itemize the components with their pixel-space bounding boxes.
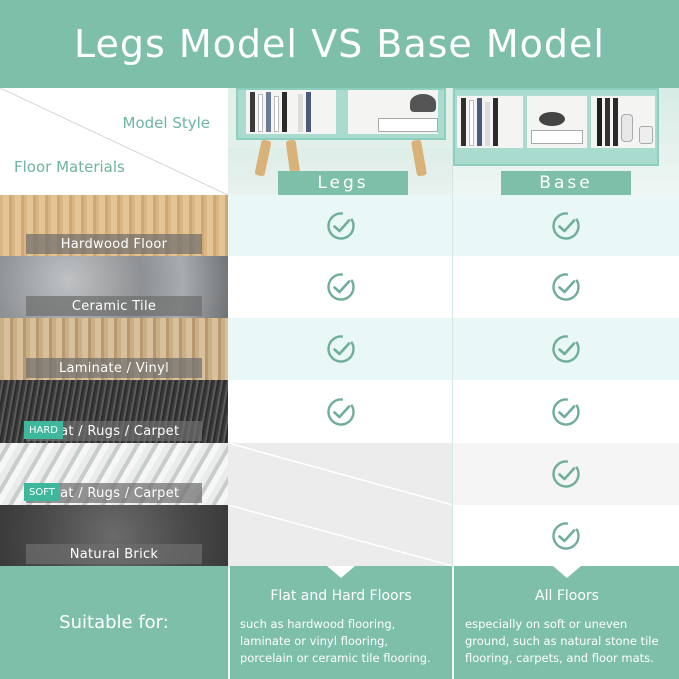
legs-suitability-title: Flat and Hard Floors <box>270 588 412 604</box>
footer: Suitable for: Flat and Hard Floors such … <box>0 566 679 679</box>
floor-material-label: Hardwood Floor <box>26 234 202 254</box>
model-style-label: Model Style <box>122 114 210 132</box>
legs-model-image: Legs <box>228 88 453 195</box>
check-icon <box>551 272 581 302</box>
floor-material-swatch: Ceramic Tile <box>0 256 228 318</box>
column-divider <box>452 88 453 566</box>
base-compatibility-cell <box>453 195 679 256</box>
pointer-notch <box>327 566 355 578</box>
footer-divider <box>452 566 454 679</box>
legs-compatibility-cell <box>228 380 453 443</box>
check-icon <box>326 397 356 427</box>
floor-material-swatch: Natural Brick <box>0 505 228 566</box>
check-icon <box>551 459 581 489</box>
floor-material-swatch: Laminate / Vinyl <box>0 318 228 380</box>
hardness-tag: SOFT <box>24 483 60 501</box>
table-row: Ceramic Tile <box>0 256 679 318</box>
not-suitable-strike <box>228 505 453 566</box>
legs-compatibility-cell <box>228 195 453 256</box>
footer-divider <box>228 566 230 679</box>
floor-material-label: Laminate / Vinyl <box>26 358 202 378</box>
legs-compatibility-cell <box>228 443 453 505</box>
legs-compatibility-cell <box>228 505 453 566</box>
base-compatibility-cell <box>453 380 679 443</box>
pointer-notch <box>553 566 581 578</box>
floor-material-label: Natural Brick <box>26 544 202 564</box>
floor-materials-label: Floor Materials <box>14 158 125 176</box>
table-row: Hardwood Floor <box>0 195 679 256</box>
base-suitability-description: especially on soft or uneven ground, suc… <box>465 617 659 665</box>
legs-compatibility-cell <box>228 318 453 380</box>
table-row: Natural Brick <box>0 505 679 566</box>
check-icon <box>551 211 581 241</box>
table-row: Laminate / Vinyl <box>0 318 679 380</box>
check-icon <box>551 521 581 551</box>
base-model-image: Base <box>453 88 679 195</box>
base-suitability: All Floors especially on soft or uneven … <box>455 566 679 679</box>
suitable-for-label: Suitable for: <box>59 612 169 633</box>
base-compatibility-cell <box>453 443 679 505</box>
check-icon <box>326 334 356 364</box>
diagonal-divider <box>0 88 228 195</box>
hardness-tag: HARD <box>24 421 64 439</box>
base-column-label: Base <box>501 171 631 195</box>
legs-suitability-description: such as hardwood flooring, laminate or v… <box>240 617 431 665</box>
check-icon <box>551 334 581 364</box>
floor-material-swatch: Hardwood Floor <box>0 195 228 256</box>
not-suitable-strike <box>228 443 453 505</box>
check-icon <box>326 272 356 302</box>
legs-suitability: Flat and Hard Floors such as hardwood fl… <box>230 566 452 679</box>
check-icon <box>551 397 581 427</box>
base-suitability-title: All Floors <box>535 588 599 604</box>
base-compatibility-cell <box>453 505 679 566</box>
page-title: Legs Model VS Base Model <box>0 0 679 88</box>
base-compatibility-cell <box>453 318 679 380</box>
floor-material-label: Ceramic Tile <box>26 296 202 316</box>
floor-material-label: Mat / Rugs / Carpet <box>26 421 202 441</box>
base-compatibility-cell <box>453 256 679 318</box>
floor-material-label: Mat / Rugs / Carpet <box>26 483 202 503</box>
check-icon <box>326 211 356 241</box>
header-corner: Model Style Floor Materials <box>0 88 228 195</box>
legs-column-label: Legs <box>278 171 408 195</box>
legs-compatibility-cell <box>228 256 453 318</box>
